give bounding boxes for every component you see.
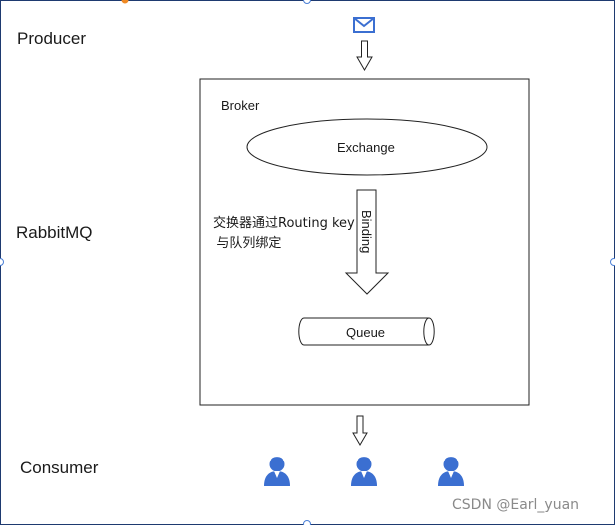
watermark: CSDN @Earl_yuan (452, 497, 580, 513)
exchange-ellipse (246, 118, 488, 176)
selection-handle-left[interactable] (0, 258, 4, 266)
queue-label: Queue (346, 325, 386, 340)
arrow-broker-to-consumers (352, 415, 368, 446)
binding-label: Binding (359, 210, 374, 253)
exchange-label: Exchange (337, 140, 395, 155)
consumer-person-icon (438, 455, 464, 486)
routing-note-line2: 与队列绑定 (216, 236, 282, 251)
consumer-label: Consumer (20, 458, 99, 477)
binding-arrow (344, 189, 390, 295)
producer-label: Producer (17, 29, 86, 48)
broker-label: Broker (221, 98, 260, 113)
consumer-person-icon (351, 455, 377, 486)
selection-handle-top-center[interactable] (303, 0, 311, 4)
envelope-icon (353, 17, 375, 33)
consumer-person-icon (264, 455, 290, 486)
selection-handle-right[interactable] (610, 258, 615, 266)
selection-handle-top-left[interactable] (121, 0, 129, 4)
queue-cylinder (298, 317, 435, 346)
arrow-producer-to-broker (356, 40, 373, 72)
rabbitmq-label: RabbitMQ (16, 223, 93, 242)
selection-handle-bottom-center[interactable] (303, 520, 311, 525)
routing-note-line1: 交换器通过Routing key (213, 216, 355, 231)
routing-note: 交换器通过Routing key 与队列绑定 (213, 214, 355, 254)
